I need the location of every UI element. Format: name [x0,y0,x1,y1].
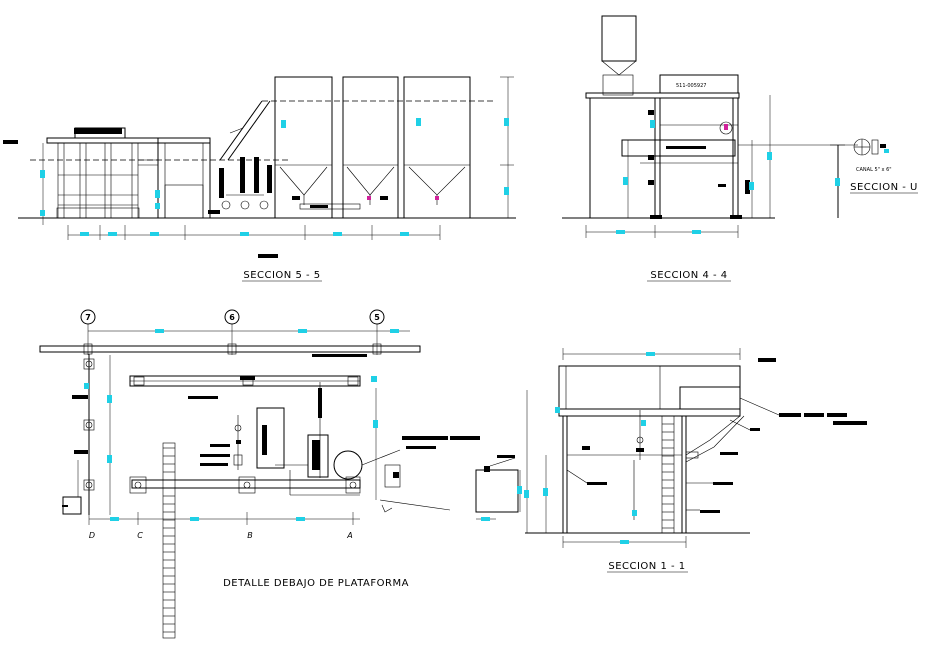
section-1-1: SECCION 1 - 1 [524,348,867,573]
section-u-title: SECCION - U [850,182,918,193]
section-5-5-title: SECCION 5 - 5 [243,270,320,281]
grid-bubble-5: 5 [374,313,380,322]
platform-detail-plan: 7 6 5 [39,309,480,639]
section-5-5: SECCION 5 - 5 [3,76,516,282]
platform-detail-title: DETALLE DEBAJO DE PLATAFORMA [223,578,409,589]
axis-label-b: B [247,531,253,540]
axis-label-d: D [89,531,95,540]
section-4-4-title: SECCION 4 - 4 [650,270,727,281]
grid-bubble-6: 6 [229,313,235,322]
section-1-1-title: SECCION 1 - 1 [608,561,685,572]
section-u: CANAL 5" x 6" SECCION - U [738,138,918,218]
grid-bubble-7: 7 [85,313,91,322]
axis-label-c: C [137,531,143,540]
axis-label-a: A [346,531,352,540]
section-4-4: 511-005927 SECCION 4 [562,15,775,282]
canal-label: CANAL 5" x 6" [856,167,892,173]
anchor-detail [475,455,522,521]
equipment-code-label: 511-005927 [676,83,706,89]
